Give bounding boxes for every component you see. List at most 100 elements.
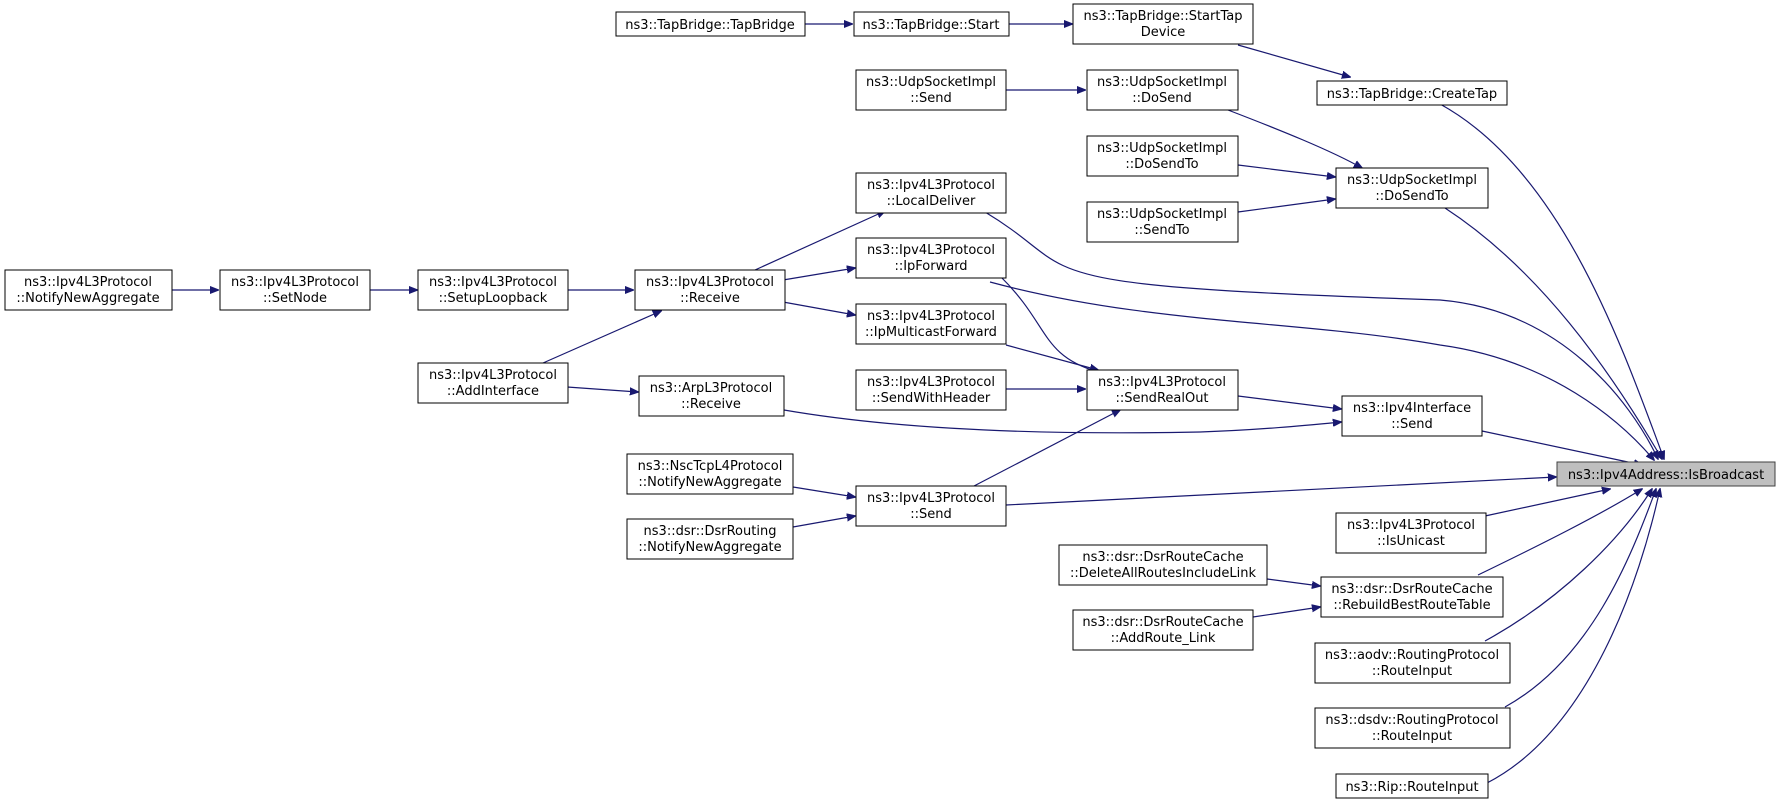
node-udpsocketimpl-dosendto[interactable]: ns3::UdpSocketImpl ::DoSendTo bbox=[1335, 167, 1489, 209]
node-label: ns3::dsr::DsrRouteCache bbox=[1331, 582, 1492, 597]
edge-arp-receive-to-ipv4if-send bbox=[783, 409, 1341, 434]
node-label: ns3::Ipv4L3Protocol bbox=[429, 368, 557, 383]
edge-ipforward-to-sendrealout bbox=[999, 275, 1098, 372]
node-label: ns3::Ipv4Interface bbox=[1353, 401, 1471, 416]
node-label: ns3::Ipv4L3Protocol bbox=[429, 275, 557, 290]
node-label: ns3::NscTcpL4Protocol bbox=[638, 459, 783, 474]
node-ipv4l3protocol-setuploopback[interactable]: ns3::Ipv4L3Protocol ::SetupLoopback bbox=[417, 269, 569, 311]
node-label: ::SendTo bbox=[1134, 223, 1189, 238]
node-ipv4address-isbroadcast[interactable]: ns3::Ipv4Address::IsBroadcast bbox=[1556, 461, 1776, 487]
node-label: ns3::Ipv4L3Protocol bbox=[867, 309, 995, 324]
edge-isunicast-to-isbroadcast bbox=[1484, 489, 1610, 517]
edge-rip-to-isbroadcast bbox=[1486, 489, 1660, 784]
node-label: ns3::Ipv4L3Protocol bbox=[867, 375, 995, 390]
edge-ipv4if-send-to-isbroadcast bbox=[1481, 430, 1642, 465]
edge-aodv-to-isbroadcast bbox=[1484, 489, 1652, 642]
node-label: ns3::dsr::DsrRouteCache bbox=[1082, 615, 1243, 630]
node-label: ns3::Ipv4Address::IsBroadcast bbox=[1568, 468, 1764, 483]
node-label: ns3::dsr::DsrRouting bbox=[644, 524, 777, 539]
edge-addinterface-to-receive bbox=[542, 311, 661, 364]
node-label: ::RebuildBestRouteTable bbox=[1333, 598, 1490, 613]
node-dsrroutecache-deleteallroutesincludelink[interactable]: ns3::dsr::DsrRouteCache ::DeleteAllRoute… bbox=[1058, 544, 1268, 586]
node-ipv4l3protocol-send[interactable]: ns3::Ipv4L3Protocol ::Send bbox=[855, 485, 1007, 527]
edge-ipmulticastforward-to-sendrealout bbox=[1005, 344, 1098, 370]
node-label: ::SetupLoopback bbox=[439, 291, 548, 306]
node-label: ::DoSendTo bbox=[1125, 157, 1198, 172]
node-label: ns3::ArpL3Protocol bbox=[650, 381, 772, 396]
node-label: ns3::Ipv4L3Protocol bbox=[231, 275, 359, 290]
node-ipv4l3protocol-sendrealout[interactable]: ns3::Ipv4L3Protocol ::SendRealOut bbox=[1086, 369, 1239, 411]
edge-starttapdevice-to-createtap bbox=[1237, 44, 1350, 77]
node-label: ns3::UdpSocketImpl bbox=[1097, 207, 1227, 222]
edge-receive-to-ipforward bbox=[782, 268, 855, 281]
node-tapbridge-tapbridge[interactable]: ns3::TapBridge::TapBridge bbox=[615, 11, 806, 37]
node-label: ::SendWithHeader bbox=[872, 391, 991, 406]
node-ipv4l3protocol-notifynewaggregate[interactable]: ns3::Ipv4L3Protocol ::NotifyNewAggregate bbox=[4, 269, 173, 311]
node-label: ns3::UdpSocketImpl bbox=[866, 75, 996, 90]
node-udpsocketimpl-dosend[interactable]: ns3::UdpSocketImpl ::DoSend bbox=[1086, 69, 1239, 111]
node-label: ns3::UdpSocketImpl bbox=[1097, 75, 1227, 90]
node-label: ns3::Ipv4L3Protocol bbox=[1347, 518, 1475, 533]
edge-createtap-to-isbroadcast bbox=[1439, 103, 1664, 459]
edge-addroute-to-rebuild bbox=[1252, 607, 1320, 618]
node-label: ns3::Ipv4L3Protocol bbox=[867, 491, 995, 506]
node-dsrroutecache-rebuildbestroutetable[interactable]: ns3::dsr::DsrRouteCache ::RebuildBestRou… bbox=[1320, 576, 1504, 618]
node-udpsocketimpl-send[interactable]: ns3::UdpSocketImpl ::Send bbox=[855, 69, 1007, 111]
edge-sendto-to-dosendto bbox=[1237, 199, 1335, 213]
edge-addinterface-to-arp-receive bbox=[566, 386, 638, 392]
node-label: ns3::UdpSocketImpl bbox=[1347, 173, 1477, 188]
edge-receive-to-localdeliver bbox=[754, 211, 885, 271]
node-dsrrouting-notifynewaggregate[interactable]: ns3::dsr::DsrRouting ::NotifyNewAggregat… bbox=[626, 518, 794, 560]
node-label: ::IpMulticastForward bbox=[865, 325, 997, 340]
node-label: ::RouteInput bbox=[1372, 729, 1452, 744]
node-label: ns3::UdpSocketImpl bbox=[1097, 141, 1227, 156]
node-label: ns3::Ipv4L3Protocol bbox=[24, 275, 152, 290]
edge-dsrrouting-to-l3send bbox=[792, 516, 855, 528]
node-udpsocketimpl-dosendto-caller[interactable]: ns3::UdpSocketImpl ::DoSendTo bbox=[1086, 135, 1239, 177]
edge-dosendto-to-isbroadcast bbox=[1444, 207, 1662, 459]
node-label: ::NotifyNewAggregate bbox=[638, 540, 781, 555]
node-label: ns3::Ipv4L3Protocol bbox=[867, 178, 995, 193]
node-label: ::AddRoute_Link bbox=[1111, 631, 1216, 646]
node-label: ::SendRealOut bbox=[1115, 391, 1208, 406]
node-label: ::Receive bbox=[680, 291, 740, 306]
edge-dsdv-to-isbroadcast bbox=[1504, 489, 1656, 708]
node-label: ::DoSend bbox=[1132, 91, 1191, 106]
edge-deleteall-to-rebuild bbox=[1266, 578, 1320, 586]
edge-l3-send-to-isbroadcast bbox=[1005, 477, 1556, 506]
node-rip-routeinput[interactable]: ns3::Rip::RouteInput bbox=[1335, 773, 1489, 799]
node-nsctcpl4protocol-notifynewaggregate[interactable]: ns3::NscTcpL4Protocol ::NotifyNewAggrega… bbox=[626, 453, 794, 495]
node-ipv4l3protocol-addinterface[interactable]: ns3::Ipv4L3Protocol ::AddInterface bbox=[417, 362, 569, 404]
node-arpl3protocol-receive[interactable]: ns3::ArpL3Protocol ::Receive bbox=[638, 375, 785, 417]
node-label: ns3::TapBridge::TapBridge bbox=[625, 18, 795, 33]
edge-dosendto2-to-dosendto bbox=[1237, 164, 1335, 177]
node-label: ::Receive bbox=[681, 397, 741, 412]
node-label: ns3::Rip::RouteInput bbox=[1345, 780, 1478, 795]
node-label: ::IsUnicast bbox=[1377, 534, 1445, 549]
node-ipv4l3protocol-sendwithheader[interactable]: ns3::Ipv4L3Protocol ::SendWithHeader bbox=[855, 369, 1007, 411]
node-tapbridge-starttapdevice[interactable]: ns3::TapBridge::StartTap Device bbox=[1072, 3, 1254, 45]
node-label: ns3::Ipv4L3Protocol bbox=[646, 275, 774, 290]
node-ipv4l3protocol-isunicast[interactable]: ns3::Ipv4L3Protocol ::IsUnicast bbox=[1335, 512, 1487, 554]
edge-localdeliver-to-isbroadcast bbox=[984, 211, 1658, 459]
node-tapbridge-start[interactable]: ns3::TapBridge::Start bbox=[853, 11, 1010, 37]
node-aodv-routinginput[interactable]: ns3::aodv::RoutingProtocol ::RouteInput bbox=[1314, 642, 1511, 684]
node-label: ::Send bbox=[910, 507, 952, 522]
node-tapbridge-createtap[interactable]: ns3::TapBridge::CreateTap bbox=[1316, 80, 1508, 106]
node-ipv4l3protocol-setnode[interactable]: ns3::Ipv4L3Protocol ::SetNode bbox=[219, 269, 371, 311]
node-label: ns3::dsdv::RoutingProtocol bbox=[1325, 713, 1498, 728]
node-ipv4l3protocol-ipforward[interactable]: ns3::Ipv4L3Protocol ::IpForward bbox=[855, 237, 1007, 279]
node-ipv4interface-send[interactable]: ns3::Ipv4Interface ::Send bbox=[1341, 395, 1483, 437]
edge-sendrealout-to-ipv4if-send bbox=[1237, 395, 1341, 409]
node-dsrroutecache-addroute-link[interactable]: ns3::dsr::DsrRouteCache ::AddRoute_Link bbox=[1072, 609, 1254, 651]
node-label: ns3::TapBridge::StartTap bbox=[1084, 9, 1243, 24]
node-ipv4l3protocol-receive[interactable]: ns3::Ipv4L3Protocol ::Receive bbox=[634, 269, 786, 311]
edge-l3send-to-sendrealout bbox=[973, 410, 1120, 487]
node-label: ns3::aodv::RoutingProtocol bbox=[1325, 648, 1499, 663]
node-udpsocketimpl-sendto[interactable]: ns3::UdpSocketImpl ::SendTo bbox=[1086, 201, 1239, 243]
node-label: ::SetNode bbox=[263, 291, 327, 306]
node-dsdv-routinginput[interactable]: ns3::dsdv::RoutingProtocol ::RouteInput bbox=[1314, 707, 1511, 749]
node-ipv4l3protocol-ipmulticastforward[interactable]: ns3::Ipv4L3Protocol ::IpMulticastForward bbox=[855, 303, 1007, 345]
node-ipv4l3protocol-localdeliver[interactable]: ns3::Ipv4L3Protocol ::LocalDeliver bbox=[855, 172, 1007, 214]
